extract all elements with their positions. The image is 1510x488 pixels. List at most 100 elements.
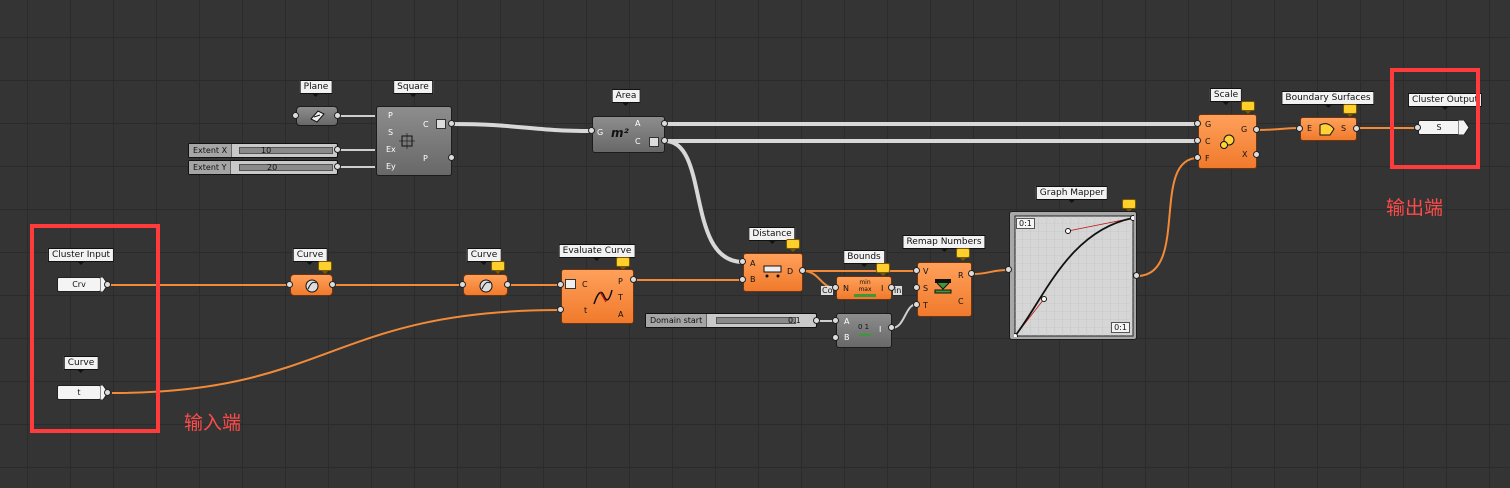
graph-endpoint-start[interactable]	[1014, 333, 1018, 338]
extent-x-grip[interactable]	[334, 146, 341, 153]
evaluate-port-a[interactable]: A	[618, 310, 624, 319]
bounds-input-grip[interactable]	[832, 284, 839, 291]
scale-port-x[interactable]: X	[1242, 150, 1248, 159]
scale-warning-bubble[interactable]	[1241, 101, 1255, 114]
curve-b-input-grip[interactable]	[459, 281, 466, 288]
scale-input-grip-f[interactable]	[1194, 154, 1201, 161]
distance-port-b[interactable]: B	[750, 275, 756, 284]
cluster-output-grip[interactable]	[1414, 124, 1421, 131]
scale-output-grip-g[interactable]	[1253, 126, 1260, 133]
cluster-input-t-grip[interactable]	[104, 389, 111, 396]
area-port-a[interactable]: A	[635, 119, 641, 128]
area-component[interactable]: G A C m²	[592, 116, 665, 153]
graph-handle-a[interactable]	[1041, 296, 1047, 302]
square-output-grip-p[interactable]	[448, 154, 455, 161]
boundary-warning-bubble[interactable]	[1343, 104, 1357, 117]
scale-port-f[interactable]: F	[1205, 154, 1210, 163]
distance-input-grip-a[interactable]	[739, 258, 746, 265]
remap-output-grip-r[interactable]	[968, 270, 975, 277]
domain-start-slider[interactable]: Domain start 0.1	[645, 313, 817, 328]
graph-mapper-component[interactable]: 0:1 0:1	[1009, 211, 1137, 340]
evaluate-port-t-out[interactable]: T	[618, 293, 623, 302]
square-port-p-out[interactable]: P	[423, 154, 428, 163]
evaluate-input-grip-c[interactable]	[557, 281, 564, 288]
evaluate-port-t[interactable]: t	[584, 306, 588, 315]
distance-input-grip-b[interactable]	[739, 276, 746, 283]
remap-input-grip-v[interactable]	[913, 267, 920, 274]
graph-handle-b[interactable]	[1065, 228, 1071, 234]
construct-input-grip-b[interactable]	[832, 334, 839, 341]
remap-port-s[interactable]: S	[923, 284, 929, 293]
bounds-port-n[interactable]: N	[843, 284, 849, 293]
remap-input-grip-s[interactable]	[913, 284, 920, 291]
distance-warning-bubble[interactable]	[786, 239, 800, 252]
scale-output-grip-x[interactable]	[1253, 151, 1260, 158]
extent-y-slider[interactable]: Extent Y 20	[188, 160, 338, 175]
curve-param-b[interactable]	[463, 274, 508, 296]
square-component[interactable]: P S Ex Ey C P	[376, 106, 452, 176]
graph-output-grip[interactable]	[1133, 272, 1140, 279]
curve-b-warning-bubble[interactable]	[491, 261, 505, 274]
graph-mapper-warning-bubble[interactable]	[1122, 199, 1136, 212]
construct-output-grip[interactable]	[888, 324, 895, 331]
plane-param[interactable]	[296, 106, 338, 126]
construct-input-grip-a[interactable]	[832, 317, 839, 324]
domain-start-grip[interactable]	[813, 317, 820, 324]
cluster-input-t-node[interactable]: t	[57, 385, 101, 400]
remap-warning-bubble[interactable]	[956, 248, 970, 261]
evaluate-output-grip-p[interactable]	[630, 276, 637, 283]
construct-domain-component[interactable]: A B I 0 1	[836, 313, 892, 348]
remap-port-r[interactable]: R	[958, 271, 964, 280]
extent-y-grip[interactable]	[334, 163, 341, 170]
scale-port-g-out[interactable]: G	[1241, 125, 1248, 134]
boundary-port-s[interactable]: S	[1341, 124, 1347, 133]
square-output-grip-c[interactable]	[448, 120, 455, 127]
area-output-grip-a[interactable]	[661, 120, 668, 127]
curve-b-output-grip[interactable]	[504, 281, 511, 288]
graph-endpoint-end[interactable]	[1130, 215, 1135, 221]
remap-port-c[interactable]: C	[958, 297, 964, 306]
plane-output-grip[interactable]	[334, 112, 341, 119]
distance-port-a[interactable]: A	[750, 259, 756, 268]
bounds-output-grip[interactable]	[888, 284, 895, 291]
bounds-port-i[interactable]: I	[881, 284, 884, 293]
domain-port-i[interactable]: I	[879, 325, 882, 334]
extent-y-track[interactable]	[239, 164, 333, 171]
curve-a-warning-bubble[interactable]	[318, 261, 332, 274]
square-port-ey[interactable]: Ey	[386, 162, 396, 171]
boundary-output-grip[interactable]	[1353, 125, 1360, 132]
remap-numbers-component[interactable]: V S T R C	[917, 262, 972, 317]
domain-port-a[interactable]: A	[844, 317, 850, 326]
scale-component[interactable]: G C F G X	[1198, 114, 1257, 169]
plane-input-grip[interactable]	[292, 112, 299, 119]
extent-x-slider[interactable]: Extent X 10	[188, 143, 338, 158]
distance-output-grip[interactable]	[799, 267, 806, 274]
boundary-port-e[interactable]: E	[1307, 124, 1313, 133]
curve-a-input-grip[interactable]	[286, 281, 293, 288]
distance-component[interactable]: A B D	[743, 253, 803, 292]
bounds-warning-bubble[interactable]	[876, 263, 890, 276]
boundary-surfaces-component[interactable]: E S	[1300, 117, 1357, 141]
area-port-g[interactable]: G	[597, 128, 604, 137]
remap-input-grip-t[interactable]	[913, 301, 920, 308]
square-port-s[interactable]: S	[388, 128, 394, 137]
scale-port-c[interactable]: C	[1205, 137, 1211, 146]
area-input-grip[interactable]	[588, 127, 595, 134]
area-port-c[interactable]: C	[635, 137, 641, 146]
graph-mapper-plot[interactable]	[1014, 215, 1134, 337]
scale-port-g-in[interactable]: G	[1205, 120, 1212, 129]
curve-param-a[interactable]	[290, 274, 333, 296]
bounds-component[interactable]: N I min max	[836, 276, 892, 300]
square-port-ex[interactable]: Ex	[386, 145, 396, 154]
scale-input-grip-g[interactable]	[1194, 120, 1201, 127]
cluster-input-crv-grip[interactable]	[104, 281, 111, 288]
area-output-grip-c[interactable]	[661, 137, 668, 144]
distance-port-d[interactable]: D	[787, 267, 794, 276]
evaluate-curve-component[interactable]: C t P T A	[561, 269, 634, 324]
remap-port-t[interactable]: T	[923, 301, 928, 310]
remap-port-v[interactable]: V	[923, 267, 929, 276]
square-port-c[interactable]: C	[423, 120, 429, 129]
graph-input-grip[interactable]	[1005, 266, 1012, 273]
evaluate-input-grip-t[interactable]	[557, 306, 564, 313]
